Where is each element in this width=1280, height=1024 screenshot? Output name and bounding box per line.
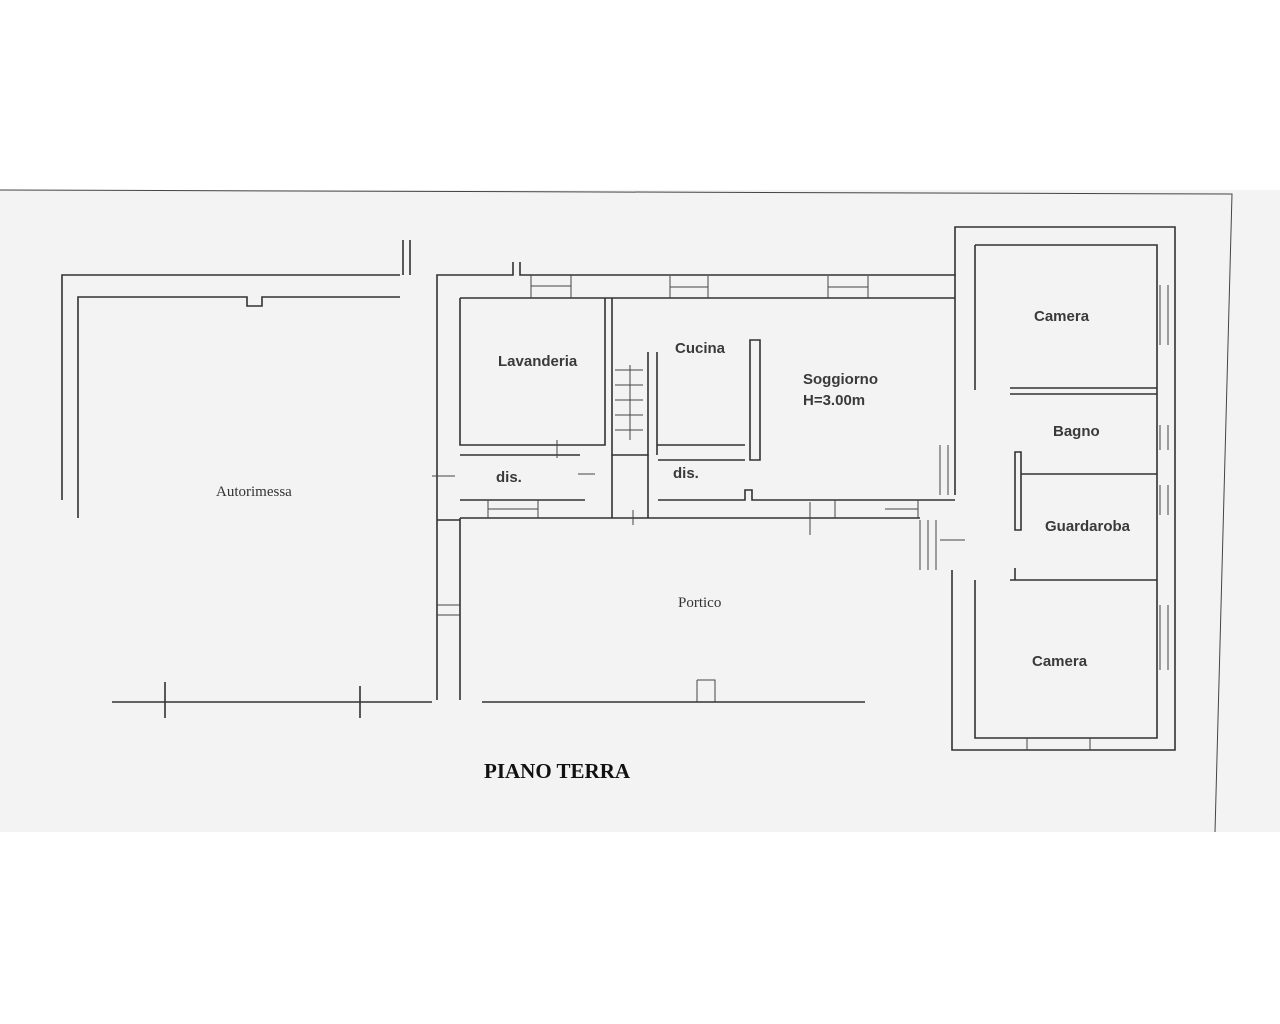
room-label-camera-1: Camera <box>1034 308 1090 325</box>
room-label-soggiorno: Soggiorno <box>803 371 878 388</box>
garage-walls <box>61 240 411 518</box>
plan-title: PIANO TERRA <box>484 759 631 783</box>
room-label-lavanderia: Lavanderia <box>498 353 578 370</box>
ground-lines <box>112 682 865 718</box>
room-label-bagno: Bagno <box>1053 423 1100 440</box>
bedroom-wing-walls <box>951 226 1176 751</box>
room-label-cucina: Cucina <box>675 340 726 357</box>
room-label-dis-1: dis. <box>496 469 522 486</box>
room-label-guardaroba: Guardaroba <box>1045 518 1131 535</box>
main-block-walls <box>432 262 965 702</box>
room-label-portico: Portico <box>678 595 721 611</box>
room-label-dis-2: dis. <box>673 465 699 482</box>
room-label-autorimessa: Autorimessa <box>216 484 292 500</box>
room-label-camera-2: Camera <box>1032 653 1088 670</box>
scanned-sheet <box>0 190 1280 832</box>
sheet-edge <box>0 189 1233 833</box>
room-height-soggiorno: H=3.00m <box>803 392 865 409</box>
